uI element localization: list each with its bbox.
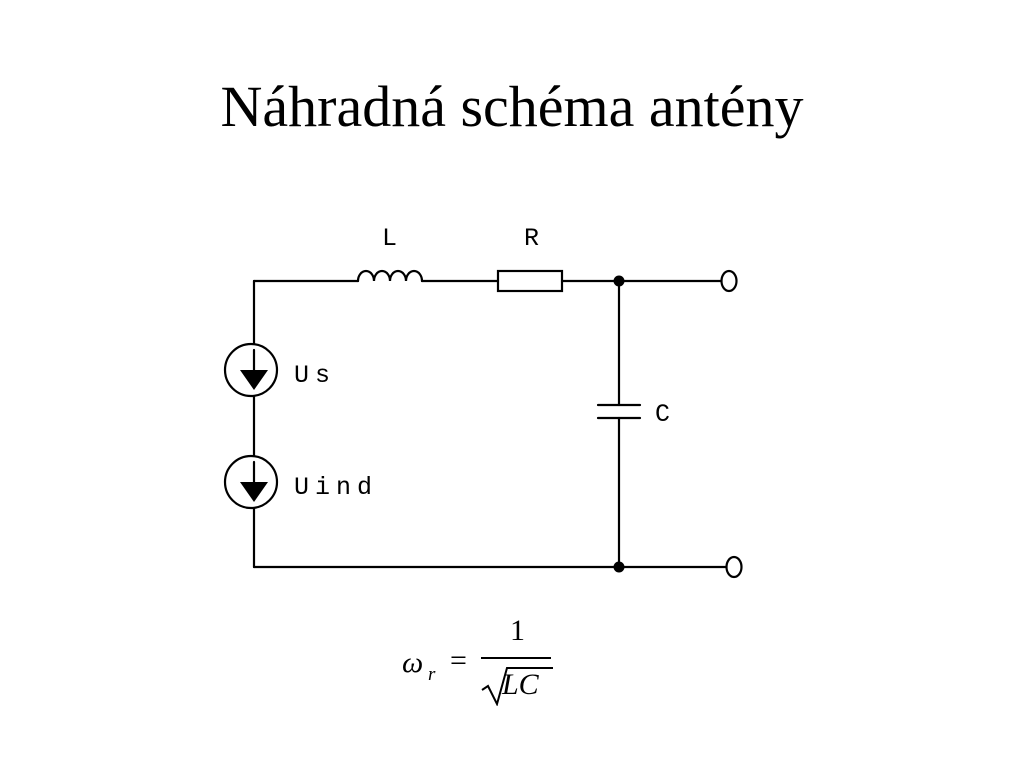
capacitor-label: C [655, 400, 670, 429]
resistor-body [496, 269, 564, 293]
resonance-formula: ω r = 1 LC [380, 612, 580, 712]
resistor-label: R [524, 224, 539, 253]
source-uind-label: Uind [294, 473, 378, 502]
formula-numerator: 1 [510, 614, 525, 647]
formula-subscript: r [428, 664, 436, 685]
fraction-bar [481, 657, 551, 659]
formula-denominator: LC [502, 668, 539, 701]
source-us-circle [223, 342, 279, 398]
inductor-coil [356, 269, 424, 283]
square-root-sign [481, 667, 553, 706]
terminal-bottom [725, 555, 743, 579]
terminal-top [720, 269, 738, 293]
slide-title: Náhradná schéma antény [220, 74, 804, 139]
junction-top [613, 275, 625, 287]
junction-bottom [613, 561, 625, 573]
formula-omega: ω [402, 646, 424, 679]
source-us-arrowhead [240, 370, 268, 390]
source-uind-circle [223, 454, 279, 510]
source-uind-arrowhead [240, 482, 268, 502]
inductor-label: L [382, 224, 397, 253]
formula-equals: = [450, 644, 467, 677]
source-us-label: Us [294, 361, 336, 390]
